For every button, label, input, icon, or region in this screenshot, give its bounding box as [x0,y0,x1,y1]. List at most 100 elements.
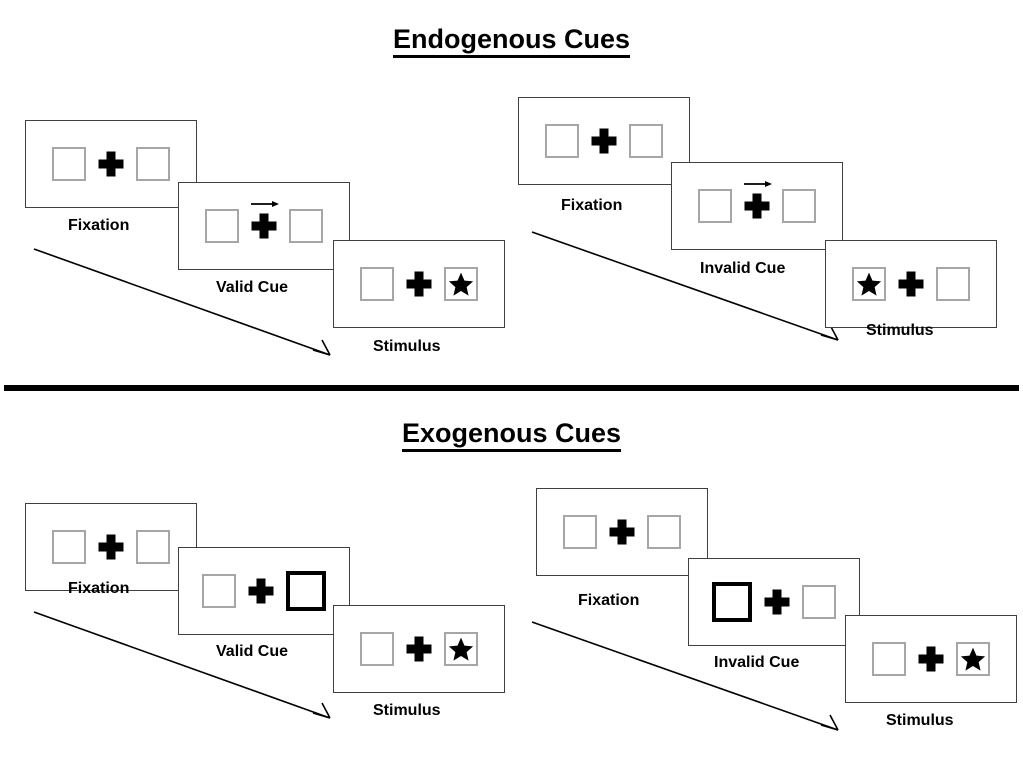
left-box [563,515,597,549]
star-icon [448,637,474,661]
caption-exogenous-valid-stimulus: Stimulus [373,702,441,719]
left-box [698,189,732,223]
caption-exogenous-valid-cue: Valid Cue [216,643,289,660]
panel-exogenous-valid-fixation[interactable] [25,503,197,591]
panel-content [689,559,859,645]
stimulus-box-right [802,585,836,619]
stimulus-box-left [563,515,597,549]
panel-content [672,163,842,249]
left-box [52,147,86,181]
caption-exogenous-valid-fixation: Fixation [68,580,130,597]
section-title-exogenous: Exogenous Cues [0,418,1023,452]
stimulus-box-left [360,267,394,301]
right-box [444,267,478,301]
panel-content [26,504,196,590]
panel-exogenous-invalid-stimulus[interactable] [845,615,1017,703]
stimulus-box-left [872,642,906,676]
plus-icon [248,578,274,604]
panel-content [334,241,504,327]
panel-endogenous-invalid-fixation[interactable] [518,97,690,185]
caption-endogenous-valid-stimulus: Stimulus [373,338,441,355]
stimulus-box-left-cued [712,582,752,622]
stimulus-box-left [52,147,86,181]
panel-content [179,183,349,269]
stimulus-box-right-cued [286,571,326,611]
star-icon [856,272,882,296]
panel-endogenous-valid-stimulus[interactable] [333,240,505,328]
left-box [545,124,579,158]
plus-icon [251,201,279,239]
stimulus-box-right [956,642,990,676]
panel-endogenous-valid-fixation[interactable] [25,120,197,208]
section-title-endogenous: Endogenous Cues [0,24,1023,58]
plus-icon [406,271,432,297]
panel-endogenous-valid-cue[interactable] [178,182,350,270]
section-title-exogenous-text: Exogenous Cues [401,418,622,452]
right-box [289,209,323,243]
plus-icon [744,181,772,219]
left-box [360,267,394,301]
panel-exogenous-invalid-cue[interactable] [688,558,860,646]
panel-content [26,121,196,207]
panel-content [179,548,349,634]
right-box [782,189,816,223]
section-title-endogenous-text: Endogenous Cues [392,24,630,58]
plus-icon [98,151,124,177]
left-box [52,530,86,564]
stimulus-box-right [647,515,681,549]
panel-content [826,241,996,327]
caption-endogenous-invalid-cue: Invalid Cue [700,260,786,277]
caption-endogenous-valid-fixation: Fixation [68,217,130,234]
panel-content [846,616,1016,702]
plus-icon [98,534,124,560]
stimulus-box-left [852,267,886,301]
panel-endogenous-invalid-cue[interactable] [671,162,843,250]
right-box [936,267,970,301]
stimulus-box-left [698,189,732,223]
panel-content [537,489,707,575]
right-box [136,530,170,564]
plus-icon [918,646,944,672]
stimulus-box-right [444,632,478,666]
stimulus-box-left [202,574,236,608]
caption-endogenous-valid-cue: Valid Cue [216,279,289,296]
stimulus-box-right [136,530,170,564]
caption-exogenous-invalid-fixation: Fixation [578,592,640,609]
stimulus-box-left [52,530,86,564]
panel-content [519,98,689,184]
right-box [286,571,326,611]
stimulus-box-left [205,209,239,243]
plus-icon [591,128,617,154]
section-divider [4,385,1019,391]
caption-exogenous-invalid-cue: Invalid Cue [714,654,800,671]
panel-endogenous-invalid-stimulus[interactable] [825,240,997,328]
left-box [852,267,886,301]
timeline-arrow-endogenous-valid [33,248,331,356]
right-box [136,147,170,181]
right-box [802,585,836,619]
stimulus-box-left [360,632,394,666]
caption-endogenous-invalid-stimulus: Stimulus [866,322,934,339]
right-box [444,632,478,666]
panel-exogenous-invalid-fixation[interactable] [536,488,708,576]
stimulus-box-right [629,124,663,158]
right-box [647,515,681,549]
plus-icon [406,636,432,662]
timeline-arrow-exogenous-invalid [531,621,839,731]
left-box [202,574,236,608]
caption-endogenous-invalid-fixation: Fixation [561,197,623,214]
star-icon [960,647,986,671]
stimulus-box-right [289,209,323,243]
left-box [360,632,394,666]
panel-exogenous-valid-stimulus[interactable] [333,605,505,693]
plus-icon [609,519,635,545]
stimulus-box-right [136,147,170,181]
plus-icon [898,271,924,297]
stimulus-box-right [782,189,816,223]
panel-exogenous-valid-cue[interactable] [178,547,350,635]
caption-exogenous-invalid-stimulus: Stimulus [886,712,954,729]
stimulus-box-right [444,267,478,301]
panel-content [334,606,504,692]
arrow-right-icon [744,181,772,187]
arrow-right-icon [251,201,279,207]
